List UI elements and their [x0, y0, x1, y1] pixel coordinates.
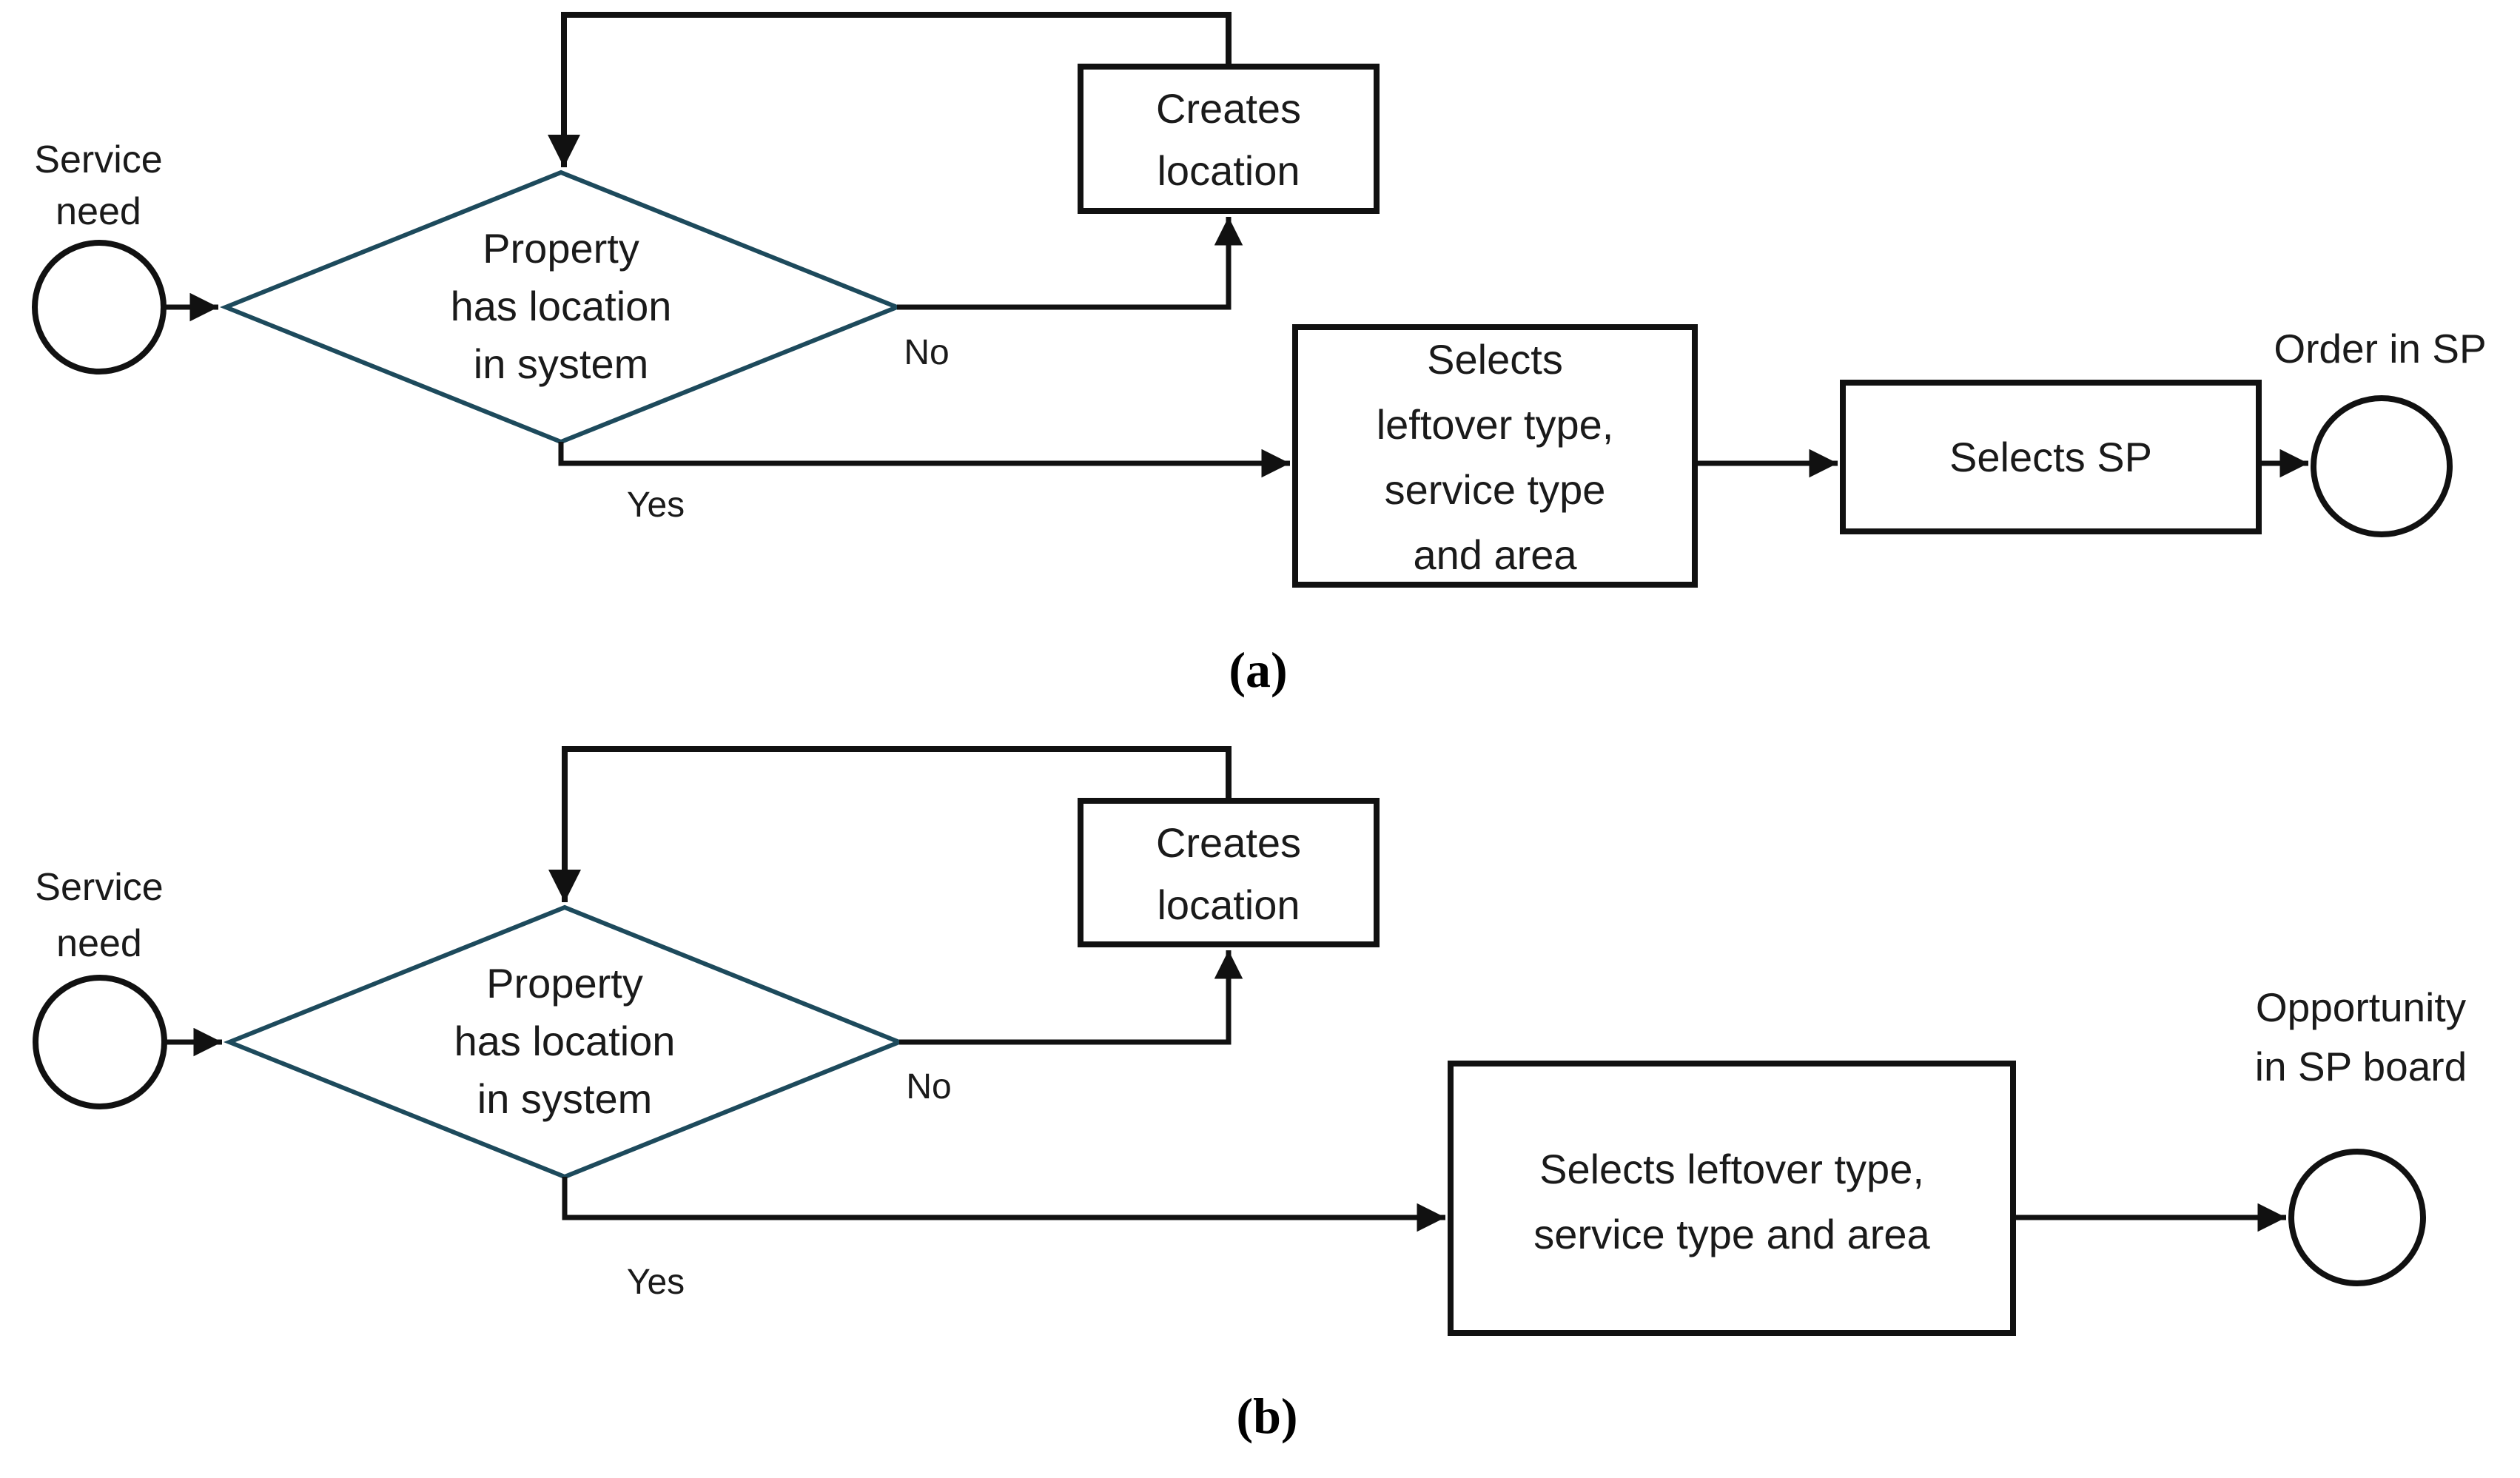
creates-location-label-a-line2: location: [1157, 147, 1300, 194]
selects-leftover-box-b: [1448, 1061, 2016, 1336]
decision-label-a-line3: in system: [474, 340, 649, 387]
decision-label-a-line2: has location: [451, 283, 672, 329]
no-label-b: No: [906, 1067, 951, 1106]
start-label-b-line2: need: [56, 922, 142, 965]
caption-a: (a): [1229, 642, 1287, 698]
loop-back-line-a: [548, 12, 1232, 167]
creates-location-label-b-line2: location: [1157, 881, 1300, 928]
selects-leftover-label-a-line1: Selects: [1427, 336, 1563, 383]
diagram-b: Service need Property has location in sy…: [33, 746, 2467, 1444]
end-event-circle-a: [2311, 395, 2453, 537]
end-label-b-line2: in SP board: [2255, 1044, 2467, 1089]
selects-leftover-label-b-line1: Selects leftover type,: [1539, 1146, 1924, 1192]
no-label-a: No: [904, 333, 949, 372]
start-event-circle-b: [33, 975, 167, 1109]
selects-leftover-label-a-line4: and area: [1413, 531, 1577, 578]
selects-sp-box-a: [1840, 380, 2262, 534]
end-label-a-line1: Order in SP: [2274, 326, 2486, 372]
decision-label-b-line2: has location: [454, 1018, 676, 1064]
no-branch-line-a: [897, 217, 1243, 310]
end-label-b-line1: Opportunity: [2256, 984, 2467, 1030]
creates-location-label-a-line1: Creates: [1156, 85, 1301, 132]
decision-label-b-line3: in system: [477, 1075, 653, 1122]
start-label-a-line2: need: [56, 190, 141, 233]
diagram-a: Service need Property has location in sy…: [32, 12, 2487, 698]
creates-location-box-b: [1078, 798, 1380, 947]
yes-label-a: Yes: [627, 486, 685, 525]
end-event-circle-b: [2288, 1149, 2426, 1286]
start-event-circle-a: [32, 240, 167, 374]
decision-label-b-line1: Property: [486, 960, 643, 1007]
selects-leftover-label-a-line3: service type: [1385, 466, 1606, 513]
selects-leftover-label-a-line2: leftover type,: [1377, 401, 1614, 448]
creates-location-box-a: [1078, 64, 1380, 214]
caption-b: (b): [1236, 1388, 1297, 1444]
no-branch-line-b: [899, 950, 1243, 1045]
loop-back-line-b: [548, 746, 1232, 902]
selects-leftover-label-b-line2: service type and area: [1533, 1211, 1930, 1257]
start-label-b-line1: Service: [35, 866, 163, 909]
decision-label-a-line1: Property: [483, 225, 639, 272]
creates-location-label-b-line1: Creates: [1156, 819, 1301, 866]
start-label-a-line1: Service: [34, 138, 162, 181]
selects-sp-label-a: Selects SP: [1949, 434, 2152, 480]
yes-branch-line-b: [562, 1177, 1445, 1232]
yes-branch-line-a: [558, 442, 1290, 478]
yes-label-b: Yes: [627, 1263, 685, 1302]
selects-leftover-box-a: [1292, 324, 1698, 588]
